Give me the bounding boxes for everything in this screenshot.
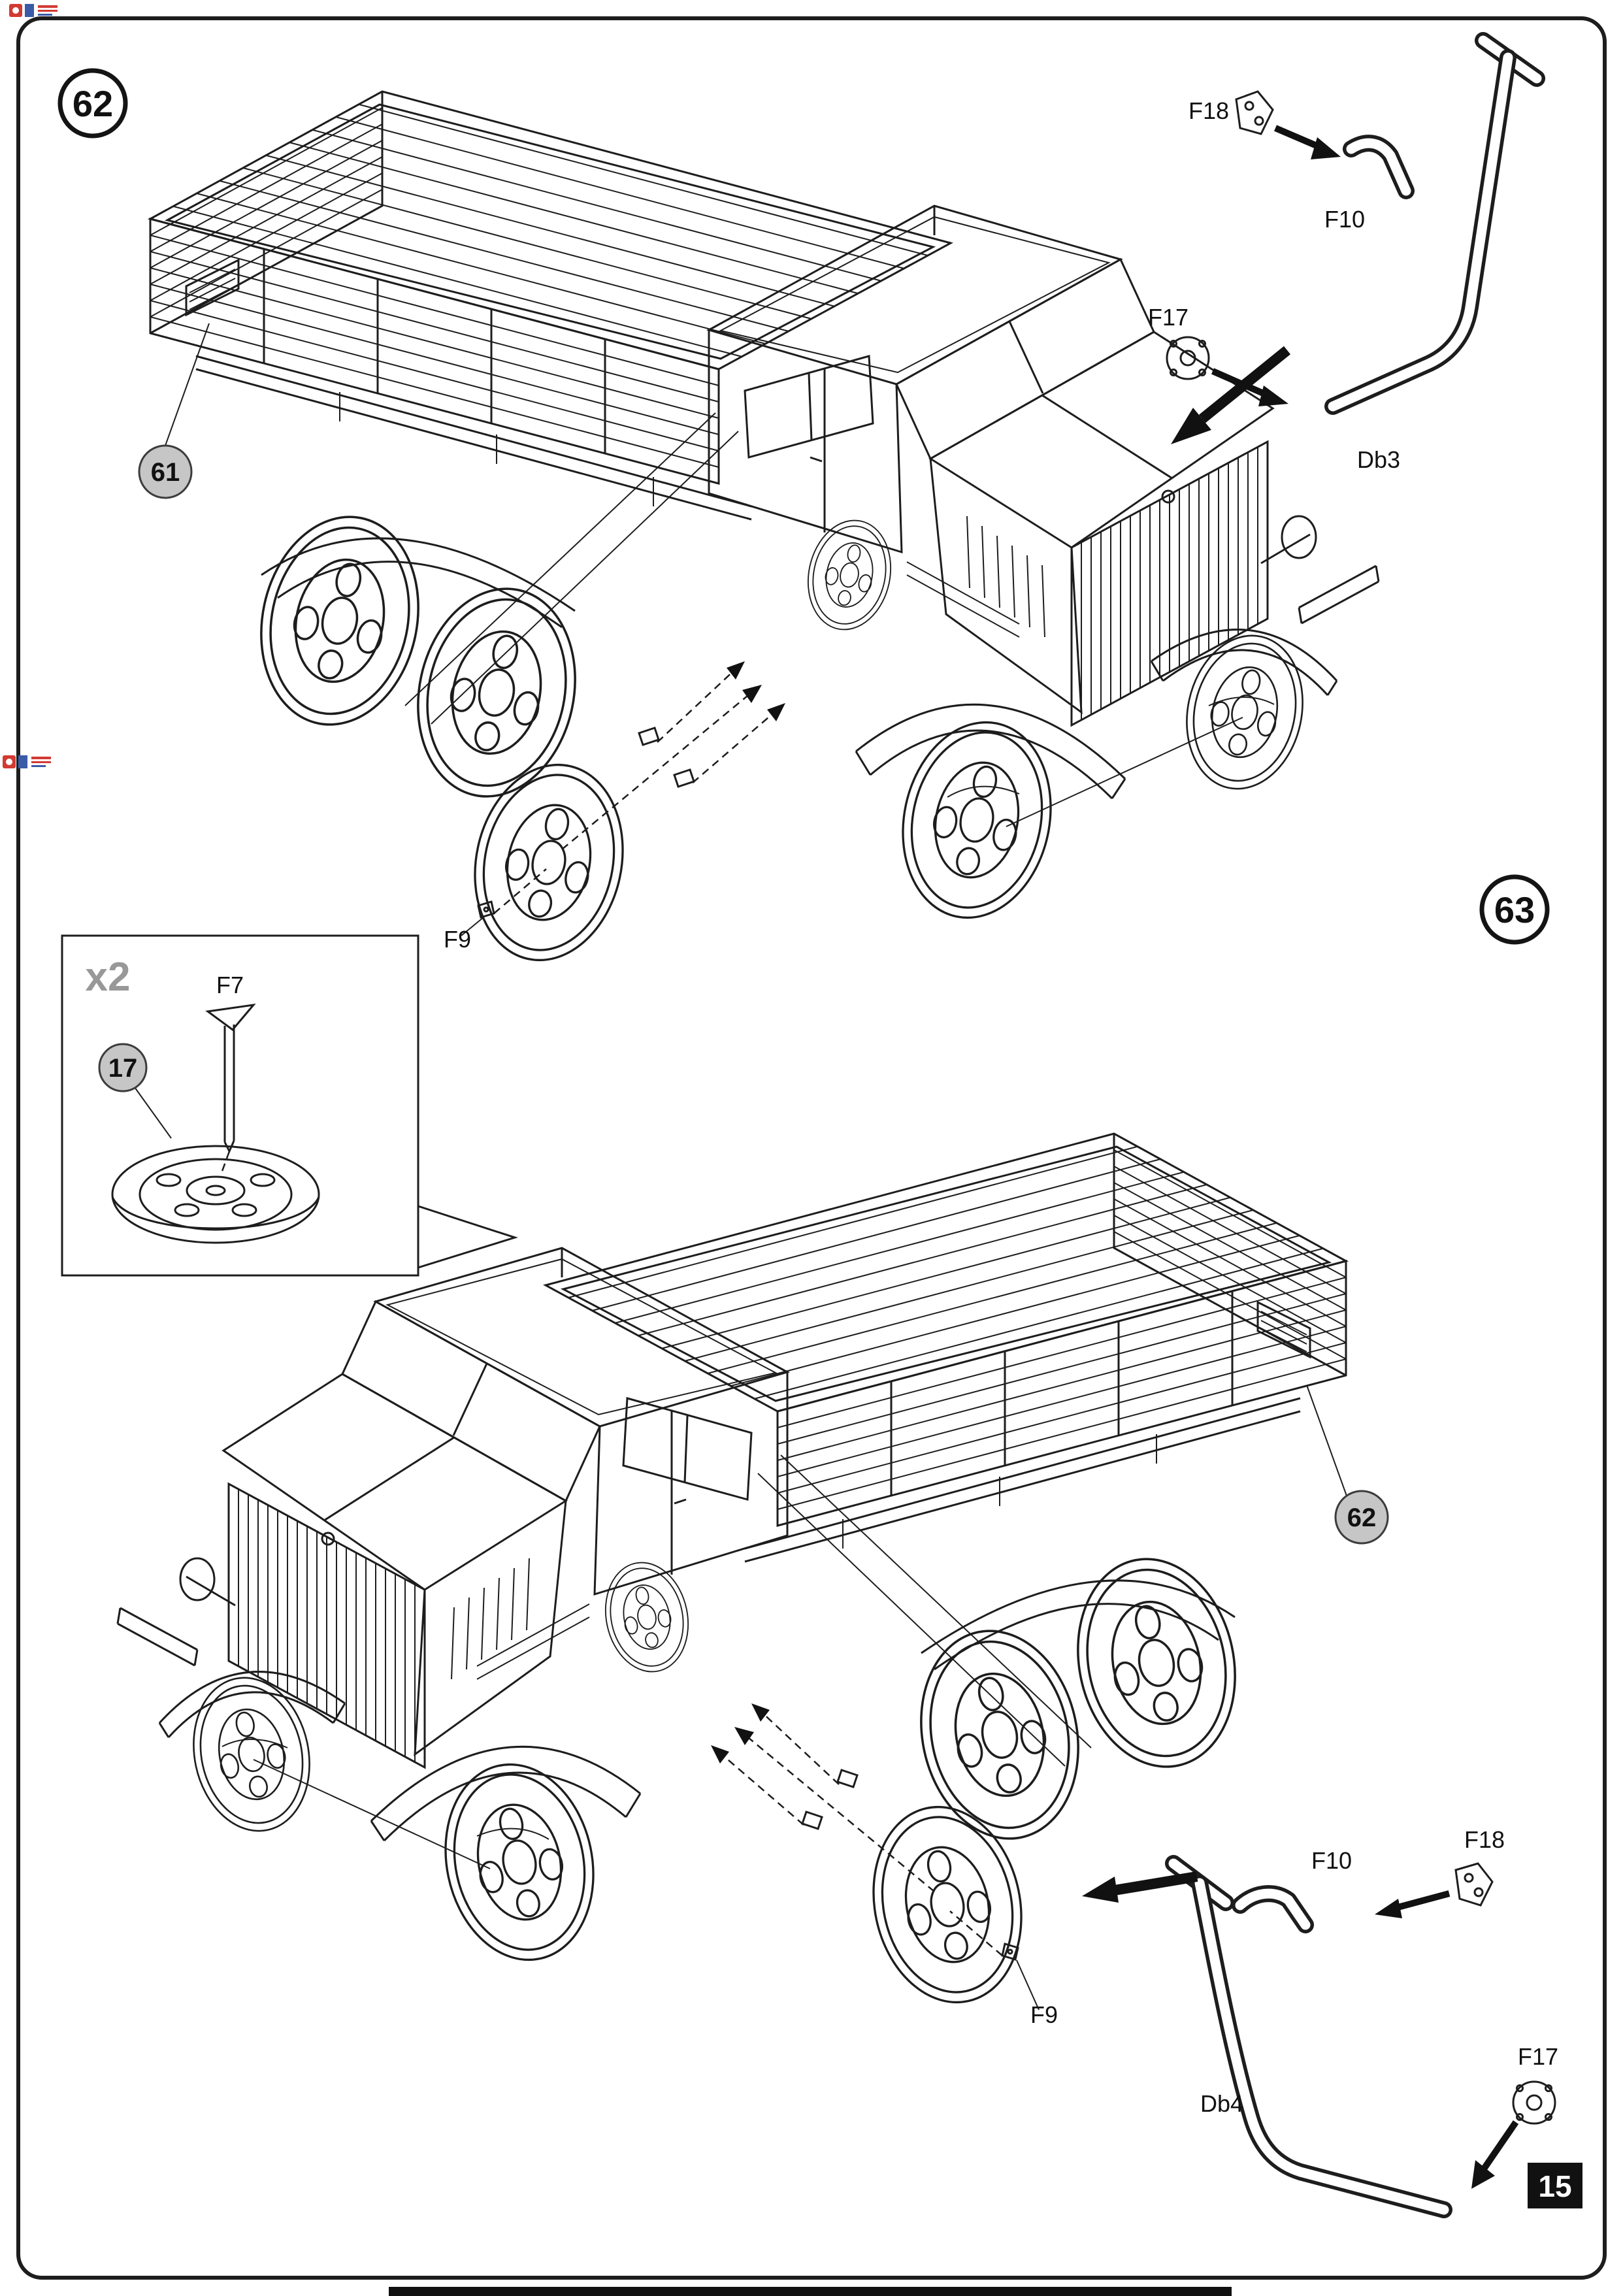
step-63-number: 63 xyxy=(1494,889,1535,930)
big-direction-arrow-upper xyxy=(1171,346,1291,444)
part-label-f9-lower: F9 xyxy=(1030,2001,1058,2028)
kingpin-f7 xyxy=(205,1003,256,1175)
small-arrow-icon xyxy=(1274,125,1341,159)
hub-cap-f17-upper xyxy=(1166,336,1210,380)
small-arrow-icon xyxy=(1471,2120,1519,2189)
part-label-f18-upper: F18 xyxy=(1189,97,1229,124)
svg-text:17: 17 xyxy=(108,1054,138,1083)
spare-wheel-inset xyxy=(111,1145,320,1244)
badge-17: 17 xyxy=(98,1043,148,1092)
part-label-f10-upper: F10 xyxy=(1324,206,1365,233)
part-label-f7: F7 xyxy=(216,972,244,998)
hub-cap-f17-lower xyxy=(1512,2080,1556,2125)
small-arrow-icon xyxy=(1375,1890,1451,1918)
inset-box xyxy=(61,934,518,1277)
part-label-f9-upper: F9 xyxy=(444,926,471,953)
inset-pointer xyxy=(417,1204,518,1270)
sheet-border xyxy=(16,16,1607,2280)
svg-text:15: 15 xyxy=(1538,2169,1571,2203)
badge-62: 62 xyxy=(1334,1490,1389,1545)
leader-badge-62 xyxy=(1306,1385,1348,1498)
part-label-f17-lower: F17 xyxy=(1518,2043,1558,2070)
crank-assembly-db4 xyxy=(1082,1855,1556,2218)
inset-count-label: x2 xyxy=(86,955,131,1000)
leader-badge-17 xyxy=(134,1087,172,1139)
bracket-f18-lower xyxy=(1454,1862,1494,1907)
footer-bar xyxy=(389,2287,1232,2296)
svg-text:61: 61 xyxy=(151,458,180,487)
watermark-logo-left xyxy=(3,755,51,768)
part-label-f10-lower: F10 xyxy=(1311,1847,1352,1874)
leader-f9-upper xyxy=(461,917,484,936)
big-direction-arrow-lower xyxy=(1082,1871,1198,1903)
leader-f9-lower xyxy=(1016,1960,1040,2010)
step-62-number: 62 xyxy=(73,83,113,124)
leader-badge-61 xyxy=(165,323,210,446)
part-label-f17-upper: F17 xyxy=(1148,304,1189,331)
crank-assembly-db3 xyxy=(1166,32,1545,444)
truck-assembly-upper xyxy=(150,91,1379,974)
part-label-db4: Db4 xyxy=(1200,2090,1243,2117)
watermark-logo-top xyxy=(9,4,57,17)
svg-text:62: 62 xyxy=(1347,1503,1377,1532)
part-label-db3: Db3 xyxy=(1357,446,1400,473)
step-62-circle: 62 xyxy=(57,68,128,139)
part-label-f18-lower: F18 xyxy=(1464,1826,1505,1853)
step-63-circle: 63 xyxy=(1479,874,1550,945)
badge-61: 61 xyxy=(138,444,193,499)
bracket-f18-upper xyxy=(1235,90,1274,135)
page-number: 15 xyxy=(1528,2163,1582,2208)
